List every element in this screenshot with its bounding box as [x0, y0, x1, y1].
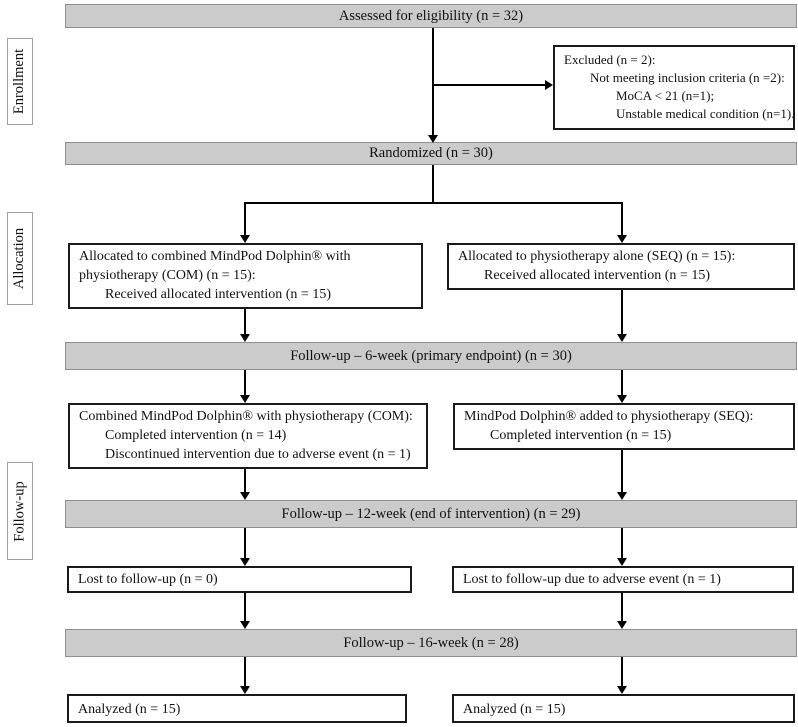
- arrowhead: [240, 334, 250, 342]
- box-allocated-com: Allocated to combined MindPod Dolphin® w…: [68, 243, 423, 309]
- box-line: Discontinued intervention due to adverse…: [105, 447, 411, 462]
- box-line: Completed intervention (n = 15): [490, 428, 672, 443]
- box-line: MindPod Dolphin® added to physiotherapy …: [464, 409, 754, 424]
- arrowhead: [617, 686, 627, 694]
- box-line: Received allocated intervention (n = 15): [105, 287, 331, 302]
- arrowhead: [428, 135, 438, 143]
- box-line: Received allocated intervention (n = 15): [484, 268, 710, 283]
- arrowhead: [617, 395, 627, 403]
- box-line: MoCA < 21 (n=1);: [616, 88, 715, 103]
- arrowhead: [240, 621, 250, 629]
- box-6week-com: Combined MindPod Dolphin® with physiothe…: [68, 403, 428, 469]
- stage-label-allocation: Allocation: [7, 212, 33, 305]
- box-line: Lost to follow-up (n = 0): [78, 572, 218, 587]
- connector-line: [621, 450, 623, 493]
- connector-line: [621, 593, 623, 622]
- connector-line: [621, 657, 623, 686]
- box-allocated-seq: Allocated to physiotherapy alone (SEQ) (…: [447, 243, 795, 290]
- arrowhead: [240, 558, 250, 566]
- arrowhead: [617, 334, 627, 342]
- stage-label-enrollment: Enrollment: [7, 38, 33, 125]
- connector-line: [433, 84, 545, 86]
- arrowhead: [617, 621, 627, 629]
- connector-line: [244, 202, 246, 236]
- arrowhead: [240, 395, 250, 403]
- connector-line: [244, 469, 246, 493]
- box-line: Completed intervention (n = 14): [105, 428, 287, 443]
- connector-line: [432, 165, 434, 203]
- box-excluded: Excluded (n = 2): Not meeting inclusion …: [553, 45, 795, 130]
- bar-follow-up-12-week: Follow-up – 12-week (end of intervention…: [65, 500, 797, 528]
- bar-randomized-text: Randomized (n = 30): [369, 145, 493, 161]
- stage-label-allocation-text: Allocation: [11, 227, 28, 290]
- box-line: Allocated to physiotherapy alone (SEQ) (…: [458, 249, 736, 264]
- stage-label-follow-up-text: Follow-up: [11, 480, 28, 542]
- connector-line: [432, 28, 434, 136]
- arrowhead: [240, 686, 250, 694]
- connector-line: [621, 370, 623, 396]
- box-line: Unstable medical condition (n=1).: [616, 106, 795, 121]
- connector-line: [244, 309, 246, 335]
- stage-label-follow-up: Follow-up: [7, 462, 33, 560]
- connector-line: [621, 202, 623, 236]
- connector-line: [244, 528, 246, 559]
- stage-label-enrollment-text: Enrollment: [11, 48, 28, 115]
- bar-follow-up-6-week: Follow-up – 6-week (primary endpoint) (n…: [65, 342, 797, 370]
- connector-line: [621, 290, 623, 335]
- bar-assessed-for-eligibility: Assessed for eligibility (n = 32): [65, 4, 797, 28]
- box-line: Analyzed (n = 15): [78, 702, 181, 717]
- connector-line: [244, 370, 246, 396]
- connector-line: [621, 528, 623, 559]
- box-6week-seq: MindPod Dolphin® added to physiotherapy …: [453, 403, 795, 450]
- bar-follow-up-16-week: Follow-up – 16-week (n = 28): [65, 629, 797, 657]
- box-analyzed-seq: Analyzed (n = 15): [452, 694, 795, 723]
- connector-line: [244, 593, 246, 622]
- arrowhead: [617, 492, 627, 500]
- box-line: Combined MindPod Dolphin® with physiothe…: [79, 409, 413, 424]
- box-line: Lost to follow-up due to adverse event (…: [463, 572, 721, 587]
- box-lost-com: Lost to follow-up (n = 0): [67, 566, 412, 593]
- bar-follow-up-6-week-text: Follow-up – 6-week (primary endpoint) (n…: [290, 347, 572, 364]
- bar-follow-up-12-week-text: Follow-up – 12-week (end of intervention…: [281, 505, 581, 522]
- arrowhead: [617, 235, 627, 243]
- arrowhead: [617, 558, 627, 566]
- arrowhead: [545, 80, 553, 90]
- box-line: Not meeting inclusion criteria (n =2):: [590, 70, 785, 85]
- connector-line: [244, 657, 246, 686]
- box-lost-seq: Lost to follow-up due to adverse event (…: [452, 566, 794, 593]
- arrowhead: [240, 235, 250, 243]
- arrowhead: [240, 492, 250, 500]
- box-analyzed-com: Analyzed (n = 15): [67, 694, 407, 723]
- bar-randomized: Randomized (n = 30): [65, 142, 797, 165]
- bar-follow-up-16-week-text: Follow-up – 16-week (n = 28): [343, 634, 519, 651]
- connector-line: [244, 202, 623, 204]
- box-line: Excluded (n = 2):: [564, 52, 656, 67]
- box-line: Allocated to combined MindPod Dolphin® w…: [79, 249, 351, 283]
- bar-assessed-text: Assessed for eligibility (n = 32): [338, 7, 524, 24]
- box-line: Analyzed (n = 15): [463, 702, 566, 717]
